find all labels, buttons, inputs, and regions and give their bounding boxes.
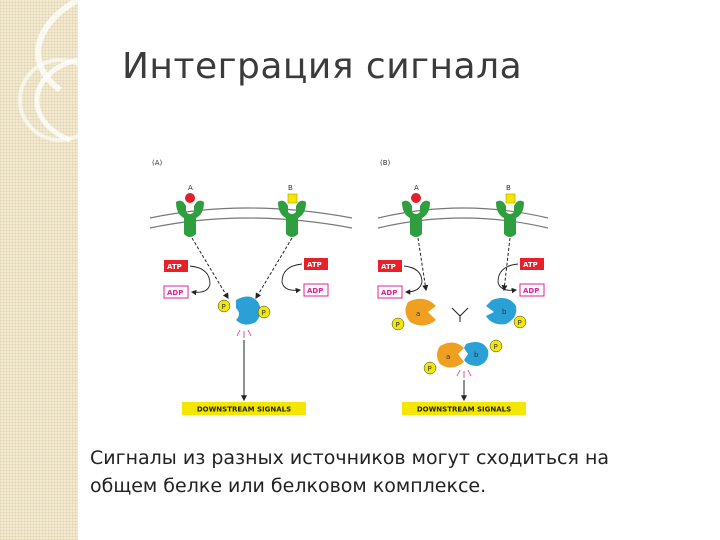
protein-a bbox=[405, 298, 436, 326]
membrane-inner bbox=[149, 217, 353, 229]
complex-protein-b bbox=[464, 342, 489, 366]
receptor-a bbox=[176, 200, 204, 237]
decorative-side-band bbox=[0, 0, 78, 540]
atp-label-right: ATP bbox=[307, 261, 322, 269]
panel-b: (B) A B ATP ADP ATP ADP a P b P bbox=[377, 159, 549, 415]
adp-box-right-b bbox=[519, 283, 545, 297]
slide-title: Интеграция сигнала bbox=[122, 46, 523, 87]
atp-conversion-left bbox=[189, 265, 211, 296]
output-box-b bbox=[402, 402, 526, 415]
signal-integration-diagram: (A) A B ATP ADP ATP ADP P P bbox=[149, 159, 549, 415]
phosphate-2-label: P bbox=[262, 309, 266, 317]
complex-a-label: a bbox=[446, 353, 450, 361]
membrane-inner-b bbox=[377, 217, 549, 229]
phosphate-complex-a bbox=[423, 361, 437, 375]
output-label-b: DOWNSTREAM SIGNALS bbox=[417, 406, 511, 414]
complex-b-label: b bbox=[474, 351, 479, 359]
receptor-b bbox=[278, 200, 306, 237]
signal-arrow-b-b bbox=[501, 237, 511, 292]
phosphate-b bbox=[513, 315, 527, 329]
atp-box-right-b bbox=[520, 258, 544, 270]
join-symbol bbox=[451, 307, 469, 322]
adp-box-left-b bbox=[377, 285, 403, 299]
phosphate-1-label: P bbox=[222, 303, 226, 311]
phosphate-complex-b bbox=[489, 339, 503, 353]
adp-box-right bbox=[303, 283, 329, 297]
phosphate-complex-a-label: P bbox=[428, 365, 432, 373]
atp-conversion-left-b bbox=[403, 265, 423, 295]
adp-box-left bbox=[163, 285, 189, 299]
signal-arrow-a-b bbox=[417, 237, 429, 292]
receptor-a-b bbox=[402, 200, 430, 237]
panel-a: (A) A B ATP ADP ATP ADP P P bbox=[149, 159, 353, 415]
membrane-outer bbox=[149, 207, 353, 219]
phosphate-2 bbox=[257, 305, 271, 319]
atp-box-right bbox=[304, 258, 328, 270]
adp-label-left: ADP bbox=[167, 289, 183, 297]
atp-label-right-b: ATP bbox=[523, 261, 538, 269]
phosphate-a bbox=[391, 317, 405, 331]
adp-label-right-b: ADP bbox=[523, 287, 539, 295]
atp-label-left-b: ATP bbox=[381, 263, 396, 271]
atp-label-left: ATP bbox=[167, 263, 182, 271]
adp-label-right: ADP bbox=[307, 287, 323, 295]
target-protein bbox=[236, 296, 261, 325]
output-label-a: DOWNSTREAM SIGNALS bbox=[197, 406, 291, 414]
receptor-b-label: B bbox=[288, 184, 293, 192]
adp-label-left-b: ADP bbox=[381, 289, 397, 297]
phosphate-b-label: P bbox=[518, 319, 522, 327]
signal-arrow-b bbox=[255, 237, 293, 300]
receptor-b-b bbox=[496, 200, 524, 237]
ligand-a-b bbox=[411, 193, 421, 203]
atp-conversion-right bbox=[281, 263, 303, 294]
receptor-a-label-b: A bbox=[414, 184, 419, 192]
ligand-b-b bbox=[505, 193, 516, 204]
panel-b-label: (B) bbox=[380, 159, 391, 167]
signal-arrow-a bbox=[191, 237, 229, 300]
receptor-a-label: A bbox=[188, 184, 193, 192]
membrane-outer-b bbox=[377, 207, 549, 219]
ligand-b bbox=[287, 193, 298, 204]
panel-a-label: (A) bbox=[152, 159, 163, 167]
phosphate-1 bbox=[217, 299, 231, 313]
protein-a-label: a bbox=[416, 310, 420, 318]
phosphate-a-label: P bbox=[396, 321, 400, 329]
complex-protein-a bbox=[437, 342, 464, 368]
atp-conversion-right-b bbox=[497, 263, 519, 294]
phosphate-complex-b-label: P bbox=[494, 343, 498, 351]
slide-caption: Сигналы из разных источников могут сходи… bbox=[90, 447, 610, 497]
activation-burst-a bbox=[236, 329, 252, 338]
swirl-decoration bbox=[18, 0, 78, 143]
atp-box-left-b bbox=[378, 260, 402, 272]
activation-burst-b bbox=[456, 369, 472, 378]
ligand-a bbox=[185, 193, 195, 203]
output-box-a bbox=[182, 402, 306, 415]
atp-box-left bbox=[164, 260, 188, 272]
receptor-b-label-b: B bbox=[506, 184, 511, 192]
protein-b bbox=[486, 298, 517, 325]
protein-b-label: b bbox=[502, 308, 507, 316]
